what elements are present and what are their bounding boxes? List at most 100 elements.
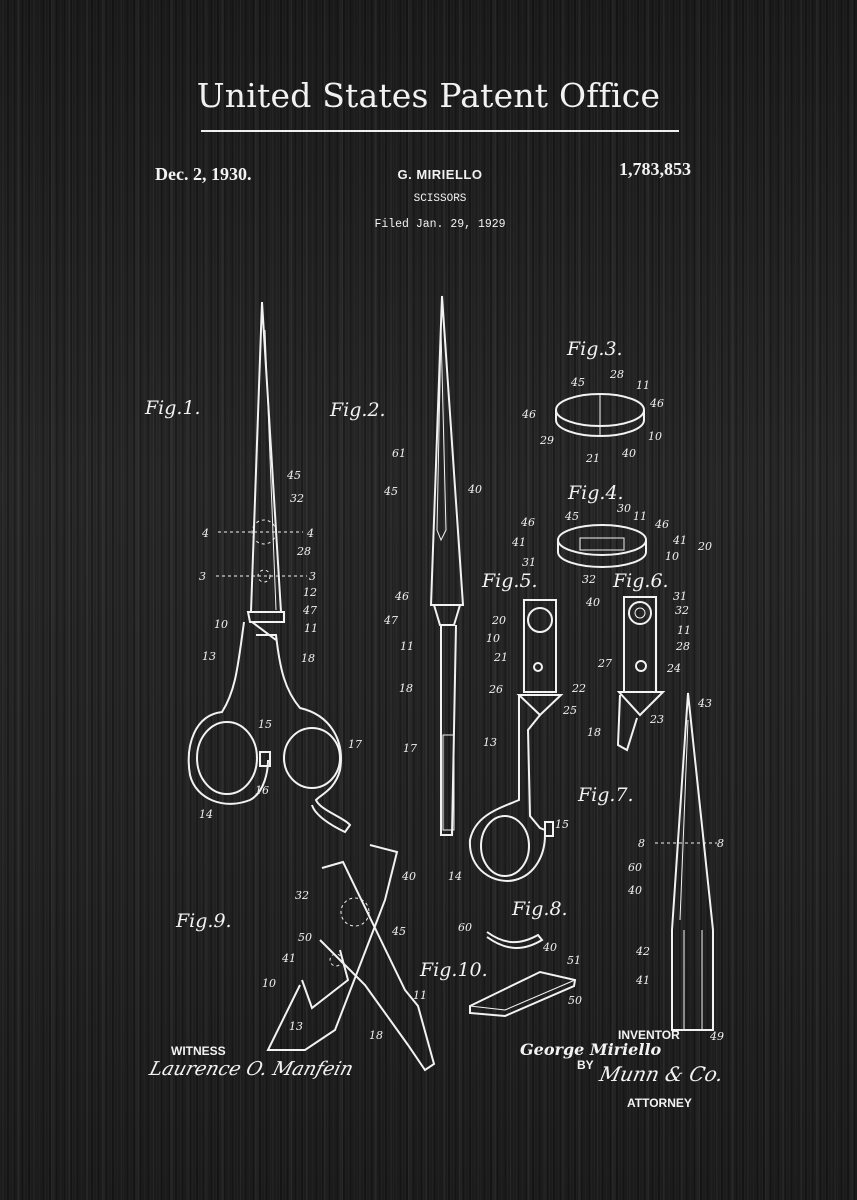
fig-3-label: 28 bbox=[609, 368, 624, 381]
fig-1-label: 13 bbox=[202, 650, 216, 663]
fig-9-label: 18 bbox=[369, 1029, 383, 1042]
inventor-name: G. MIRIELLO bbox=[397, 167, 483, 182]
fig-1-label: 45 bbox=[286, 469, 301, 482]
fig-4-label: 20 bbox=[697, 540, 712, 553]
fig-1-label: 14 bbox=[199, 808, 213, 821]
fig-3-label: 46 bbox=[521, 408, 536, 421]
fig-1-title: Fig.1. bbox=[144, 397, 201, 419]
fig-5-label: 15 bbox=[555, 818, 569, 831]
fig-1-label: 17 bbox=[348, 738, 362, 751]
fig-6-label: 28 bbox=[675, 640, 690, 653]
fig-4-label: 41 bbox=[511, 536, 526, 549]
figure-9: Fig.9. 32 40 50 45 41 10 11 13 18 bbox=[175, 844, 436, 1072]
fig-5-label: 14 bbox=[448, 870, 462, 883]
fig-4-title: Fig.4. bbox=[567, 482, 624, 504]
figure-3: Fig.3. 45 28 11 46 46 29 21 40 10 bbox=[521, 338, 664, 465]
fig-1-label: 16 bbox=[255, 784, 269, 797]
witness-signature: Laurence O. Manfein bbox=[147, 1058, 356, 1080]
fig-5-label: 13 bbox=[483, 736, 497, 749]
fig-5-label: 26 bbox=[488, 683, 503, 696]
fig-8-label: 40 bbox=[542, 941, 557, 954]
figure-6: Fig.6. 31 32 11 28 27 24 23 18 bbox=[587, 570, 691, 752]
fig-5-label: 21 bbox=[493, 651, 508, 664]
fig-6-label: 23 bbox=[649, 713, 664, 726]
fig-2-label: 45 bbox=[383, 485, 398, 498]
fig-7-label: 43 bbox=[697, 697, 712, 710]
fig-6-label: 31 bbox=[673, 590, 687, 603]
fig-3-label: 46 bbox=[649, 397, 664, 410]
fig-2-title: Fig.2. bbox=[329, 399, 386, 421]
fig-3-label: 45 bbox=[570, 376, 585, 389]
fig-9-label: 10 bbox=[262, 977, 276, 990]
figure-7: Fig.7. 43 8 8 60 40 42 41 49 bbox=[577, 692, 724, 1043]
fig-7-label: 41 bbox=[635, 974, 650, 987]
fig-2-label: 11 bbox=[400, 640, 414, 653]
fig-4-label: 31 bbox=[522, 556, 536, 569]
fig-10-label: 51 bbox=[567, 954, 581, 967]
fig-4-label: 46 bbox=[520, 516, 535, 529]
figure-8: Fig.8. 60 40 bbox=[458, 898, 568, 954]
fig-7-title: Fig.7. bbox=[577, 784, 634, 806]
fig-1-label: 15 bbox=[258, 718, 272, 731]
fig-6-label: 27 bbox=[597, 657, 612, 670]
fig-5-label: 22 bbox=[571, 682, 586, 695]
fig-3-title: Fig.3. bbox=[566, 338, 623, 360]
patent-date: Dec. 2, 1930. bbox=[155, 164, 252, 184]
fig-6-label: 11 bbox=[677, 624, 691, 637]
fig-6-label: 18 bbox=[587, 726, 601, 739]
fig-2-label: 18 bbox=[399, 682, 413, 695]
fig-6-title: Fig.6. bbox=[612, 570, 669, 592]
witness-label: WITNESS bbox=[171, 1044, 226, 1058]
fig-1-label: 11 bbox=[304, 622, 318, 635]
figure-2: Fig.2. 61 45 40 46 47 11 18 17 bbox=[329, 295, 482, 836]
fig-4-label: 10 bbox=[665, 550, 679, 563]
fig-6-label: 32 bbox=[675, 604, 689, 617]
fig-1-label: 3 bbox=[309, 570, 316, 583]
fig-4-label: 30 bbox=[617, 502, 631, 515]
office-title: United States Patent Office bbox=[196, 76, 661, 115]
fig-8-label: 60 bbox=[458, 921, 472, 934]
figure-10: Fig.10. 51 50 bbox=[419, 954, 582, 1018]
fig-4-label: 41 bbox=[672, 534, 687, 547]
fig-7-label: 60 bbox=[628, 861, 642, 874]
fig-1-label: 3 bbox=[199, 570, 206, 583]
fig-3-label: 40 bbox=[621, 447, 636, 460]
fig-4-label: 45 bbox=[564, 510, 579, 523]
attorney-label: ATTORNEY bbox=[627, 1096, 692, 1110]
fig-1-label: 47 bbox=[302, 604, 317, 617]
fig-7-label: 49 bbox=[709, 1030, 724, 1043]
fig-10-title: Fig.10. bbox=[419, 959, 488, 981]
fig-2-label: 61 bbox=[392, 447, 406, 460]
fig-4-label: 11 bbox=[633, 510, 647, 523]
fig-9-label: 40 bbox=[401, 870, 416, 883]
fig-3-label: 11 bbox=[636, 379, 650, 392]
fig-5-title: Fig.5. bbox=[481, 570, 538, 592]
fig-2-label: 46 bbox=[394, 590, 409, 603]
title-divider bbox=[201, 130, 679, 132]
by-label: BY bbox=[577, 1058, 594, 1072]
fig-9-label: 41 bbox=[281, 952, 296, 965]
patent-number: 1,783,853 bbox=[619, 159, 691, 179]
fig-10-label: 50 bbox=[568, 994, 582, 1007]
fig-1-label: 28 bbox=[296, 545, 311, 558]
fig-1-label: 32 bbox=[290, 492, 304, 505]
fig-7-label: 42 bbox=[635, 945, 650, 958]
fig-3-label: 21 bbox=[585, 452, 600, 465]
fig-9-label: 11 bbox=[413, 989, 427, 1002]
fig-6-label: 24 bbox=[666, 662, 681, 675]
fig-1-label: 12 bbox=[303, 586, 317, 599]
fig-1-label: 4 bbox=[201, 527, 209, 540]
fig-2-label: 17 bbox=[403, 742, 417, 755]
inventor-label: INVENTOR bbox=[618, 1028, 680, 1042]
fig-4-label: 32 bbox=[582, 573, 596, 586]
fig-7-label: 8 bbox=[717, 837, 724, 850]
figure-5: Fig.5. 20 10 21 26 22 25 13 15 14 bbox=[448, 570, 586, 883]
fig-1-label: 18 bbox=[301, 652, 315, 665]
fig-7-label: 8 bbox=[638, 837, 645, 850]
fig-3-label: 29 bbox=[539, 434, 554, 447]
fig-5-label: 25 bbox=[562, 704, 577, 717]
fig-9-label: 13 bbox=[289, 1020, 303, 1033]
fig-9-label: 50 bbox=[298, 931, 312, 944]
